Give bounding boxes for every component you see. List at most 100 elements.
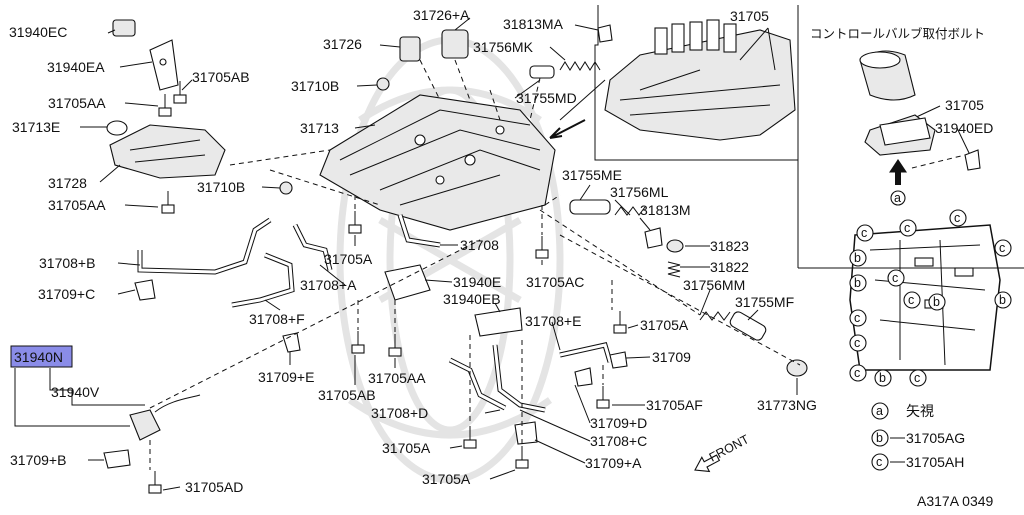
valve-body-assembly-31705 [559, 19, 796, 141]
tubes [137, 214, 613, 413]
label-31709: 31709 [652, 349, 691, 365]
svg-text:c: c [914, 371, 920, 385]
label-31940EA: 31940EA [47, 59, 105, 75]
label-31940EB: 31940EB [443, 291, 501, 307]
label-31813MA: 31813MA [503, 16, 564, 32]
label-31705-detail: 31705 [945, 97, 984, 113]
label-31708C: 31708+C [590, 433, 647, 449]
bolts [148, 81, 627, 494]
legend-a-letter: a [876, 404, 883, 418]
label-31755MD: 31755MD [516, 90, 577, 106]
control-valve-body-31713 [319, 94, 556, 231]
inset-caption: コントロールバルブ取付ボルト [810, 26, 985, 41]
label-31709D: 31709+D [590, 415, 647, 431]
label-31728: 31728 [48, 175, 87, 191]
harness-31940N [129, 394, 201, 441]
block-31726A [441, 29, 469, 59]
spring-31822 [667, 261, 681, 278]
leader-lines [14, 17, 971, 491]
label-31708E: 31708+E [525, 313, 581, 329]
label-31755ME: 31755ME [562, 167, 622, 183]
label-31726: 31726 [323, 36, 362, 52]
bracket-31940EA [149, 39, 179, 91]
label-31709C: 31709+C [38, 286, 95, 302]
filter-31728 [109, 124, 226, 179]
label-31756MM: 31756MM [683, 277, 745, 293]
legend-c-text: 31705AH [906, 454, 964, 470]
block-31726 [399, 36, 421, 62]
label-31773NG: 31773NG [757, 397, 817, 413]
svg-text:c: c [854, 311, 860, 325]
label-31713: 31713 [300, 120, 339, 136]
label-31708A: 31708+A [300, 277, 357, 293]
arrow-leader [559, 79, 606, 121]
svg-text:b: b [933, 295, 940, 309]
highlight-31940N [10, 345, 73, 368]
label-31705A-right: 31705A [640, 317, 689, 333]
legend-c-letter: c [876, 455, 882, 469]
svg-text:c: c [908, 293, 914, 307]
label-31822: 31822 [710, 259, 749, 275]
clips [103, 264, 628, 469]
label-31756MK: 31756MK [473, 39, 534, 55]
pad-31940EC [112, 19, 136, 37]
label-31940E: 31940E [453, 274, 501, 290]
label-31940N: 31940N [14, 349, 63, 365]
svg-text:b: b [999, 293, 1006, 307]
detail-a-callout: a [894, 191, 901, 205]
label-31705AA-bot: 31705AA [368, 370, 426, 386]
label-31823: 31823 [710, 238, 749, 254]
svg-text:c: c [999, 241, 1005, 255]
label-31705AD: 31705AD [185, 479, 243, 495]
callout-letters: c c c c b b c c b b c c c b c [854, 211, 1006, 385]
svg-text:c: c [892, 271, 898, 285]
direction-arrow [549, 119, 586, 139]
label-31940V: 31940V [51, 384, 100, 400]
label-31709E: 31709+E [258, 369, 314, 385]
plug-31773NG [786, 359, 808, 377]
label-31713E: 31713E [12, 119, 60, 135]
label-31705-inset: 31705 [730, 8, 769, 24]
label-31756ML: 31756ML [610, 184, 669, 200]
callout-circles [849, 209, 1012, 387]
svg-text:c: c [954, 211, 960, 225]
front-label: FRONT [707, 432, 752, 465]
valve-body-bottom-view [849, 224, 1001, 371]
mounting-bolt-detail [859, 50, 981, 206]
oring-31713E [106, 120, 128, 136]
front-arrow [694, 454, 721, 473]
label-31705AA-top: 31705AA [48, 95, 106, 111]
legend-b-letter: b [876, 431, 883, 445]
svg-text:c: c [904, 221, 910, 235]
label-31755MF: 31755MF [735, 294, 794, 310]
label-31708D: 31708+D [371, 405, 428, 421]
label-31813M: 31813M [640, 202, 691, 218]
svg-text:b: b [854, 251, 861, 265]
label-31940ED: 31940ED [935, 120, 993, 136]
label-31709A: 31709+A [585, 455, 642, 471]
label-31708F: 31708+F [249, 311, 305, 327]
legend-a-text: 矢視 [906, 403, 934, 419]
label-31708B: 31708+B [39, 255, 95, 271]
label-31708: 31708 [460, 237, 499, 253]
svg-text:b: b [879, 371, 886, 385]
label-31726A: 31726+A [413, 7, 470, 23]
label-31710B-top: 31710B [291, 78, 339, 94]
legend: a b c 矢視 31705AG 31705AH [871, 402, 965, 471]
label-31705A-bot2: 31705A [422, 471, 471, 487]
svg-text:c: c [861, 226, 867, 240]
plug-31823 [666, 239, 684, 253]
label-31705A-bot: 31705A [382, 440, 431, 456]
label-31705A-mid: 31705A [324, 251, 373, 267]
dashed-guides [149, 59, 801, 470]
nut-31710B-mid [279, 181, 293, 195]
label-31705AA-mid: 31705AA [48, 197, 106, 213]
diagram-code: A317A 0349 [917, 493, 994, 509]
label-31710B-mid: 31710B [197, 179, 245, 195]
svg-text:c: c [854, 366, 860, 380]
label-31705AF: 31705AF [646, 397, 703, 413]
spring-31756MK [529, 24, 613, 79]
svg-text:b: b [854, 276, 861, 290]
